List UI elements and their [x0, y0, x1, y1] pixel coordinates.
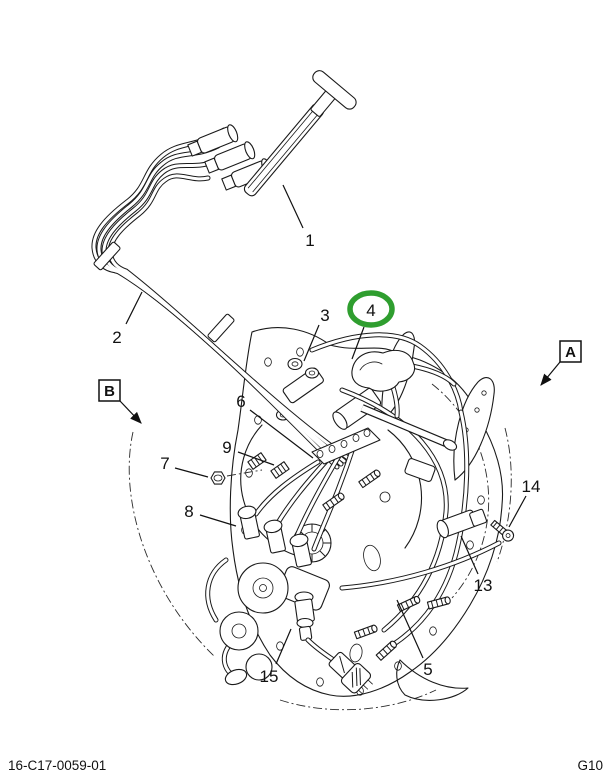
line-clamp-1: [93, 241, 121, 271]
elbow-fitting: [436, 508, 488, 539]
view-reference-b: B: [98, 379, 142, 424]
hidden-line-right: [496, 427, 512, 563]
callout-6: 6: [236, 392, 245, 411]
hidden-line-left: [128, 431, 215, 657]
callout-2: 2: [112, 328, 121, 347]
rod-end: [442, 439, 458, 451]
callout-numbers: 1 2 3 5 6 7 8 9 13 14 15: [112, 231, 540, 686]
sensor-and-connector: [294, 591, 373, 695]
manifold-plate-holes: [316, 428, 371, 458]
view-a-box: [559, 340, 582, 363]
view-b-label: B: [104, 383, 115, 400]
electrical-connector: [328, 651, 373, 695]
manifold-fitting-1: [187, 124, 239, 157]
hidden-line-bottom: [279, 689, 437, 711]
callout-7: 7: [160, 454, 169, 473]
studs-and-small-parts: [210, 452, 451, 661]
fuel-valve-cluster: [205, 505, 330, 686]
manifold-rail: [243, 70, 357, 197]
outlet-manifold-and-lines: [253, 427, 381, 552]
callout-14: 14: [522, 477, 541, 496]
callout-15: 15: [260, 667, 279, 686]
callout-8: 8: [184, 502, 193, 521]
fuel-return-elbow: [309, 332, 470, 647]
green-highlight-ellipse: [347, 290, 395, 328]
callout-9: 9: [222, 438, 231, 457]
view-a-label: A: [565, 344, 576, 361]
callout-leaders: [125, 184, 527, 665]
view-a-arrow: [540, 361, 561, 386]
manifold-fitting-2: [204, 141, 256, 174]
hidden-line-arc: [431, 383, 490, 599]
line-clamp-2: [207, 313, 235, 343]
page-code: G10: [577, 758, 603, 773]
callout-1: 1: [305, 231, 314, 250]
clamp-9b: [270, 461, 290, 479]
return-tube-and-fitting: [339, 508, 515, 591]
view-b-box: [98, 379, 121, 402]
bottom-bracket: [396, 659, 469, 701]
view-b-arrow: [119, 400, 142, 424]
fuel-manifold-assembly: [187, 70, 357, 197]
highlight-circle-item-4: 4: [347, 290, 395, 328]
view-reference-a: A: [540, 340, 582, 386]
nut-7: [210, 471, 226, 485]
drawing-number: 16-C17-0059-01: [8, 758, 106, 773]
bolt-14: [490, 519, 515, 542]
callout-13: 13: [474, 576, 493, 595]
fuel-supply-lines: [91, 127, 351, 470]
footer: 16-C17-0059-01 G10: [8, 758, 603, 773]
callout-4: 4: [366, 301, 375, 320]
callout-3: 3: [320, 306, 329, 325]
callout-5: 5: [423, 660, 432, 679]
